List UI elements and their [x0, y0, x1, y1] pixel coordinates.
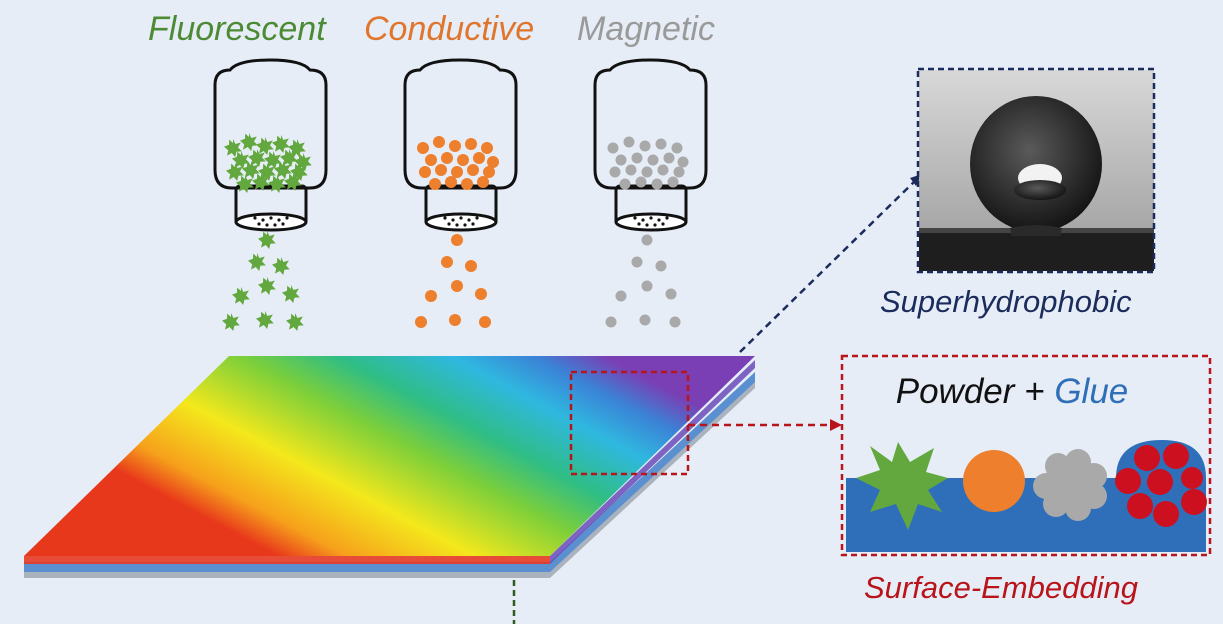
blob-particle-icon	[663, 152, 675, 164]
circle-particle-icon	[441, 152, 453, 164]
magnetic-particle-icon	[1033, 449, 1107, 521]
circle-particle-icon	[419, 166, 431, 178]
circle-particle-icon	[425, 290, 437, 302]
circle-particle-icon	[449, 140, 461, 152]
star-particle-icon	[222, 313, 240, 331]
star-particle-icon	[272, 257, 290, 275]
blob-particle-icon	[667, 176, 679, 188]
circle-particle-icon	[425, 154, 437, 166]
circle-particle-icon	[483, 166, 495, 178]
circle-particle-icon	[445, 176, 457, 188]
circle-particle-icon	[435, 164, 447, 176]
surface-embedding-box	[840, 354, 1212, 557]
circle-particle-icon	[429, 178, 441, 190]
blob-particle-icon	[631, 256, 643, 268]
conductive-particle-icon	[963, 450, 1025, 512]
substrate-plate	[24, 356, 755, 578]
fluorescent-label: Fluorescent	[148, 10, 326, 48]
star-particle-icon	[256, 137, 274, 155]
blob-particle-icon	[665, 288, 677, 300]
blob-particle-icon	[641, 166, 653, 178]
blob-particle-icon	[631, 152, 643, 164]
circle-particle-icon	[451, 166, 463, 178]
blob-particle-icon	[635, 176, 647, 188]
blob-particle-icon	[655, 138, 667, 150]
circle-particle-icon	[451, 234, 463, 246]
star-particle-icon	[258, 277, 276, 295]
star-particle-icon	[256, 311, 274, 329]
circle-particle-icon	[481, 142, 493, 154]
blob-particle-icon	[639, 140, 651, 152]
conductive-label: Conductive	[364, 10, 535, 48]
circle-particle-icon	[449, 314, 461, 326]
blob-particle-icon	[619, 178, 631, 190]
circle-particle-icon	[457, 154, 469, 166]
star-particle-icon	[248, 149, 266, 167]
blob-particle-icon	[673, 166, 685, 178]
blob-particle-icon	[651, 178, 663, 190]
blob-particle-icon	[607, 142, 619, 154]
blob-particle-icon	[615, 290, 627, 302]
glue-word: Glue	[1054, 372, 1129, 411]
circle-particle-icon	[467, 164, 479, 176]
blob-particle-icon	[609, 166, 621, 178]
circle-particle-icon	[475, 288, 487, 300]
blob-particle-icon	[671, 142, 683, 154]
star-particle-icon	[236, 175, 254, 193]
star-particle-icon	[232, 287, 250, 305]
circle-particle-icon	[477, 176, 489, 188]
circle-particle-icon	[461, 178, 473, 190]
fluorescent-particle-icon	[856, 442, 948, 530]
circle-particle-icon	[479, 316, 491, 328]
powder-glue-title: Powder + Glue	[846, 372, 1178, 412]
blob-particle-icon	[641, 280, 653, 292]
circle-particle-icon	[465, 260, 477, 272]
star-particle-icon	[268, 175, 286, 193]
circle-particle-icon	[487, 156, 499, 168]
blob-particle-icon	[615, 154, 627, 166]
blob-particle-icon	[669, 316, 681, 328]
plus-sign: +	[1024, 372, 1045, 411]
star-particle-icon	[258, 231, 276, 249]
droplet-photo	[919, 70, 1154, 271]
blob-particle-icon	[641, 234, 653, 246]
blob-particle-icon	[647, 154, 659, 166]
magnetic-label: Magnetic	[577, 10, 715, 48]
star-particle-icon	[248, 253, 266, 271]
circle-particle-icon	[417, 142, 429, 154]
star-particle-icon	[282, 285, 300, 303]
circle-particle-icon	[465, 138, 477, 150]
surface-embedding-label: Surface-Embedding	[864, 570, 1138, 605]
blob-particle-icon	[677, 156, 689, 168]
star-particle-icon	[240, 133, 258, 151]
blob-particle-icon	[657, 164, 669, 176]
star-particle-icon	[286, 313, 304, 331]
powder-word: Powder	[895, 372, 1015, 411]
circle-particle-icon	[473, 152, 485, 164]
blob-particle-icon	[605, 316, 617, 328]
blue-connector	[739, 177, 919, 353]
blob-particle-icon	[639, 314, 651, 326]
superhydrophobic-label: Superhydrophobic	[880, 284, 1132, 319]
blob-particle-icon	[625, 164, 637, 176]
circle-particle-icon	[415, 316, 427, 328]
star-particle-icon	[272, 135, 290, 153]
circle-particle-icon	[433, 136, 445, 148]
sieve-holes	[253, 216, 669, 227]
circle-particle-icon	[441, 256, 453, 268]
blob-particle-icon	[655, 260, 667, 272]
red-particle-cluster	[1115, 443, 1207, 527]
circle-particle-icon	[451, 280, 463, 292]
blob-particle-icon	[623, 136, 635, 148]
